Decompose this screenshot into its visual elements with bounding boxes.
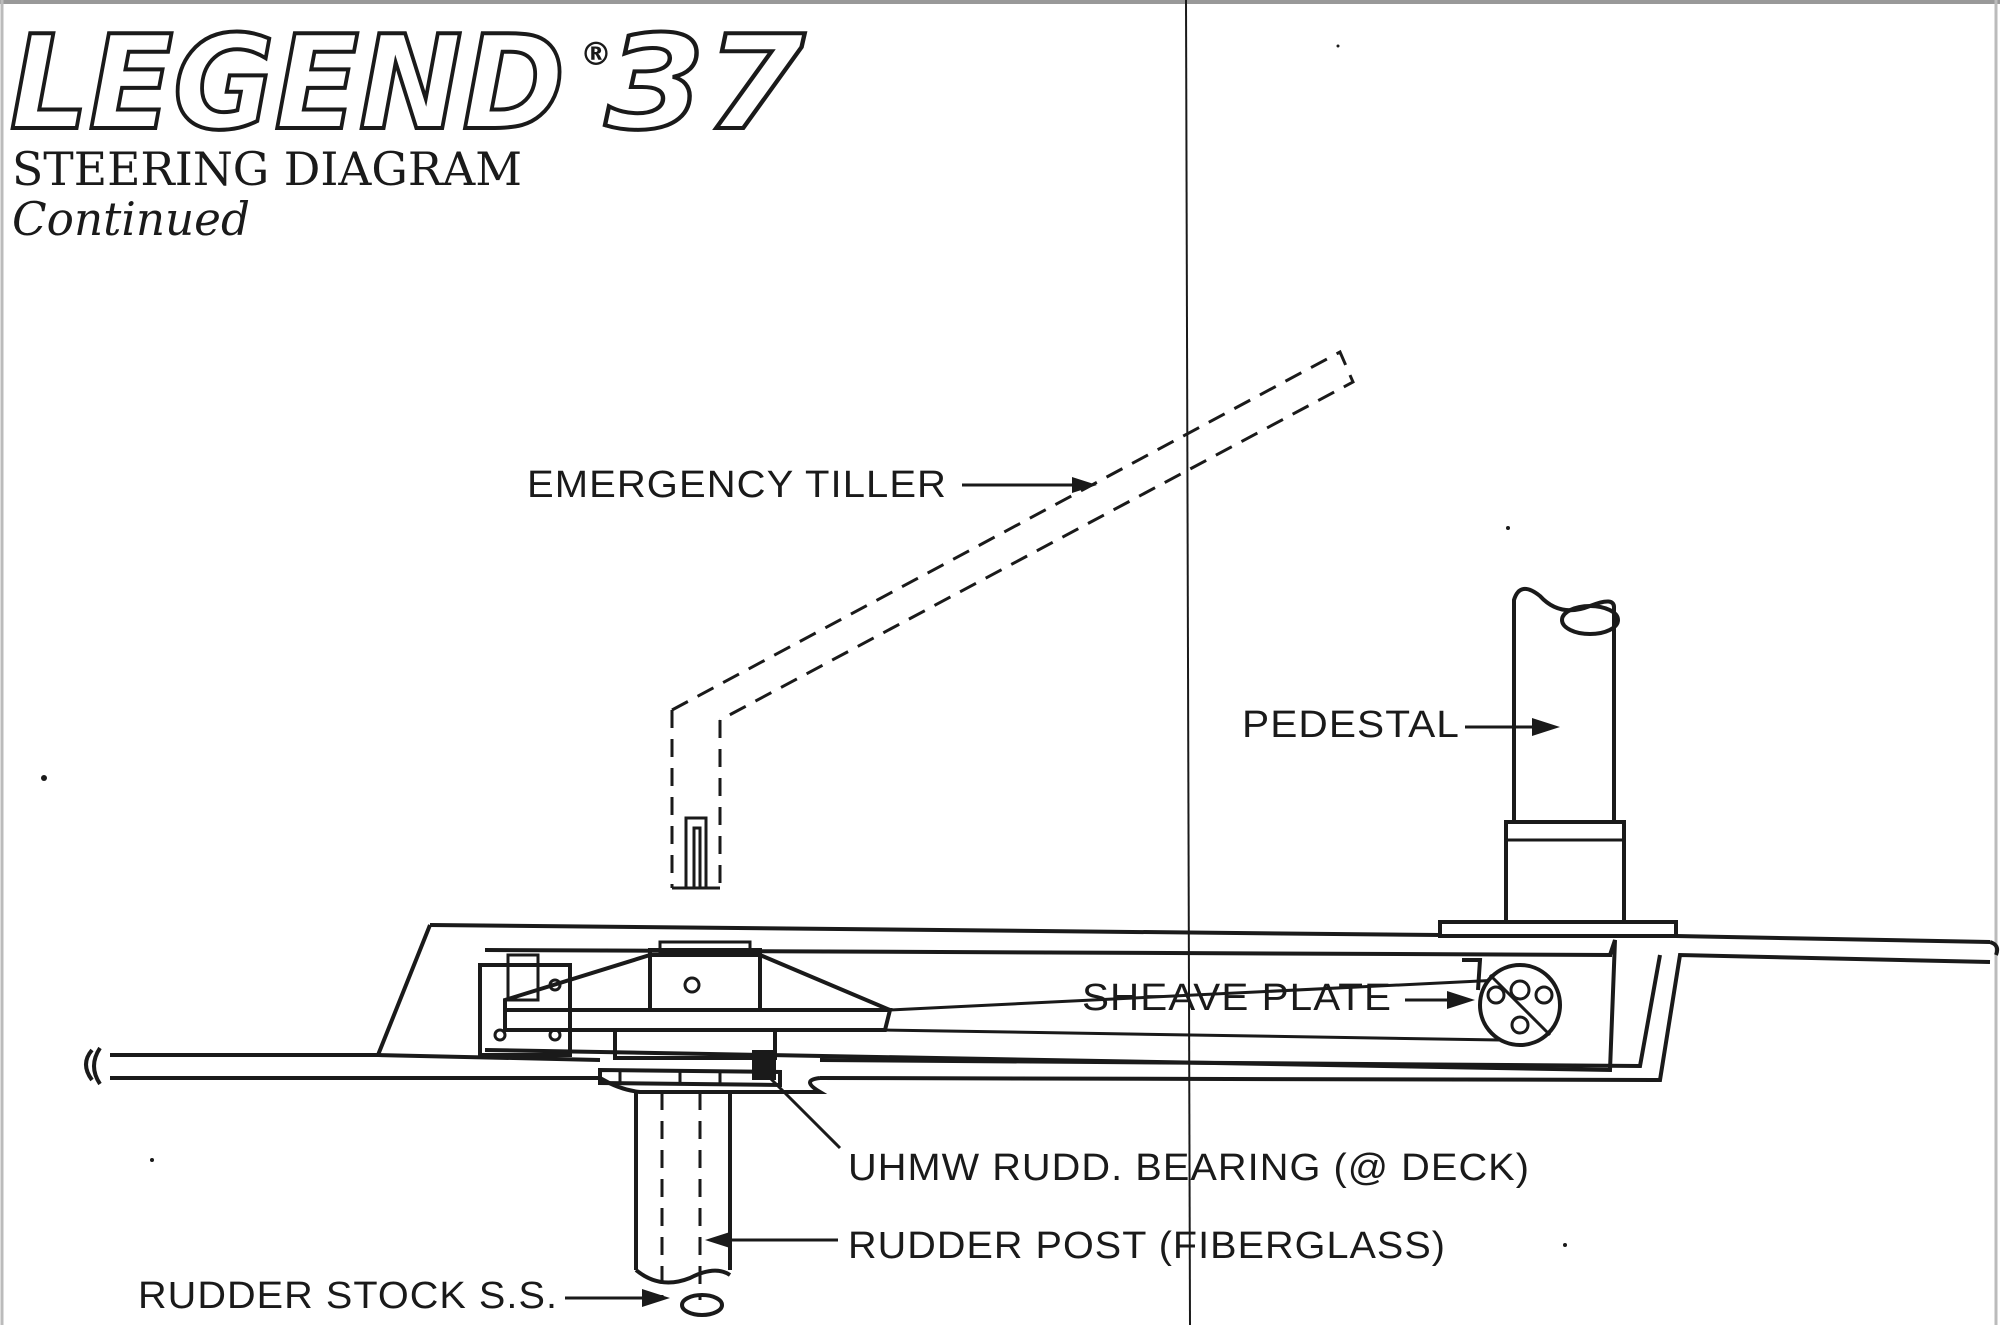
arrow-rudder-bearing <box>768 1076 842 1150</box>
header: LEGEND ® 37 STEERING DIAGRAM Continued <box>8 5 808 246</box>
sheave-plate <box>1462 958 1562 1047</box>
label-rudder-post: RUDDER POST (FIBERGLASS) <box>848 1225 1446 1267</box>
labels: EMERGENCY TILLER PEDESTAL SHEAVE PLATE U… <box>138 464 1560 1317</box>
deck-structure <box>84 923 2000 1094</box>
label-emergency-tiller: EMERGENCY TILLER <box>527 464 947 506</box>
arrow-head-rudder-post <box>705 1232 730 1248</box>
page-subtitle: Continued <box>12 192 250 246</box>
label-pedestal: PEDESTAL <box>1242 704 1460 746</box>
rudder-post <box>634 1092 732 1317</box>
label-rudder-stock: RUDDER STOCK S.S. <box>138 1275 558 1317</box>
arrow-head-pedestal <box>1532 718 1560 736</box>
page-fold-line <box>1185 0 1191 1325</box>
steering-cable <box>884 978 1501 1042</box>
emergency-tiller <box>670 349 1355 890</box>
label-sheave-plate: SHEAVE PLATE <box>1082 977 1392 1019</box>
arrow-head-emergency-tiller <box>1072 477 1097 493</box>
arrow-head-sheave-plate <box>1447 991 1475 1009</box>
logo-text: LEGEND <box>10 7 565 159</box>
scan-specks <box>41 44 1567 1247</box>
arrow-head-rudder-stock <box>642 1289 670 1307</box>
page-title: STEERING DIAGRAM <box>12 142 522 196</box>
label-rudder-bearing: UHMW RUDD. BEARING (@ DECK) <box>848 1147 1530 1189</box>
steering-quadrant <box>478 940 893 1088</box>
logo-registered-mark: ® <box>580 35 612 73</box>
pedestal <box>1438 587 1678 938</box>
logo-number: 37 <box>605 7 806 159</box>
